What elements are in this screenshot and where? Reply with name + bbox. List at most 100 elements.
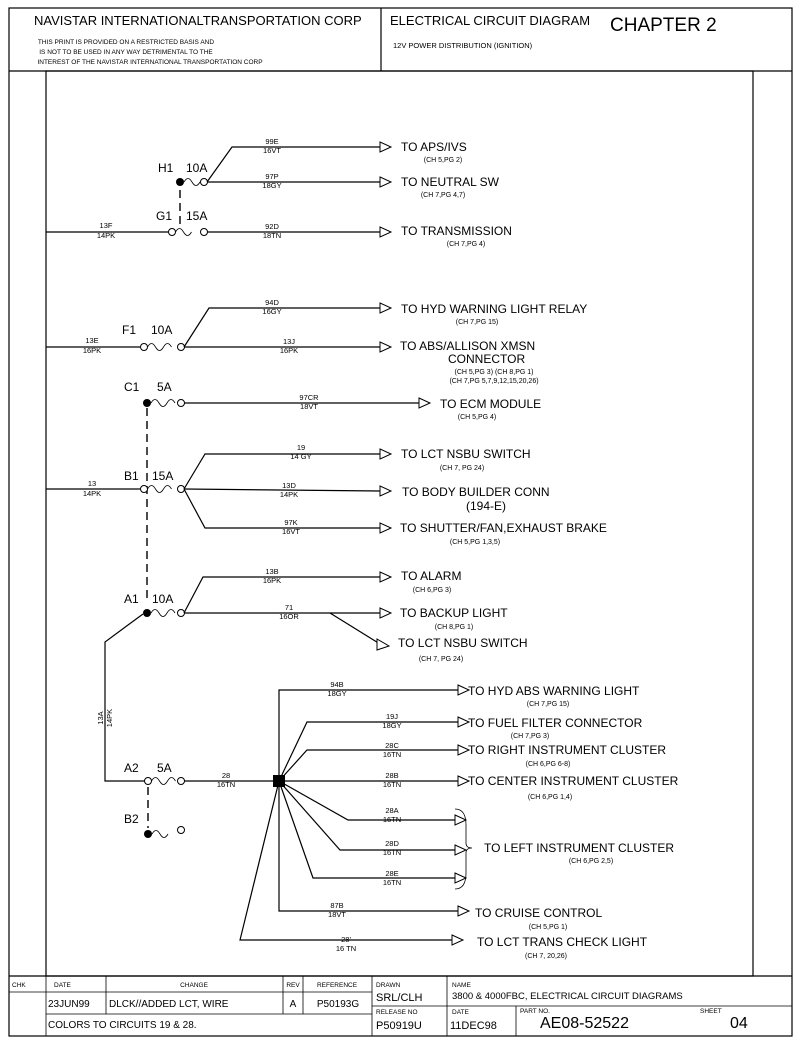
fuse-terminal bbox=[177, 777, 185, 785]
col-rev-header: REV bbox=[286, 982, 300, 989]
wire-gauge: 18GY bbox=[382, 721, 401, 730]
wire-gauge: 16TN bbox=[383, 815, 401, 824]
wire-label: 28 bbox=[222, 771, 230, 780]
sheet-number: 04 bbox=[730, 1015, 748, 1032]
destination-label: TO ABS/ALLISON XMSN bbox=[400, 339, 535, 353]
diagram-subtitle: 12V POWER DISTRIBUTION (IGNITION) bbox=[393, 41, 533, 50]
notice-line-1: THIS PRINT IS PROVIDED ON A RESTRICTED B… bbox=[38, 39, 214, 46]
wire-label: 97K bbox=[284, 518, 297, 527]
fuse-element bbox=[151, 777, 176, 785]
wire-gauge: 14PK bbox=[105, 709, 114, 727]
doc-type: ELECTRICAL CIRCUIT DIAGRAM bbox=[390, 13, 590, 28]
arrow-icon bbox=[379, 485, 393, 497]
col-date-header: DATE bbox=[54, 982, 72, 989]
wire-gauge: 16GY bbox=[262, 307, 281, 316]
arrow-icon bbox=[457, 716, 471, 728]
fuse-terminal bbox=[200, 228, 208, 236]
destination-label: TO FUEL FILTER CONNECTOR bbox=[468, 716, 643, 730]
wire-gauge: 16TN bbox=[383, 878, 401, 887]
drawn-by: SRL/CLH bbox=[376, 992, 423, 1004]
destination-label: TO BODY BUILDER CONN bbox=[402, 485, 550, 499]
fuse-name: B1 bbox=[124, 469, 139, 483]
wire bbox=[278, 780, 455, 851]
page-reference: (CH 7,PG 4) bbox=[447, 241, 486, 248]
fuse-terminal bbox=[143, 609, 151, 617]
col-reference-header: REFERENCE bbox=[317, 982, 358, 989]
wire-gauge: 16PK bbox=[280, 346, 298, 355]
page-reference: (CH 7, PG 24) bbox=[419, 656, 463, 663]
fuse-name: B2 bbox=[124, 812, 139, 826]
page-reference: (CH 5,PG 3) (CH 8,PG 1) bbox=[455, 369, 534, 376]
page-reference: (CH 5,PG 1,3,5) bbox=[450, 539, 500, 546]
fuse-rating: 15A bbox=[186, 209, 207, 223]
col-change-header: CHANGE bbox=[180, 982, 208, 989]
destination-label: TO NEUTRAL SW bbox=[401, 175, 500, 189]
wire-label: 94D bbox=[265, 298, 279, 307]
arrow-icon bbox=[379, 607, 393, 619]
page-reference: (CH 7, 20,26) bbox=[525, 953, 567, 960]
fuse-rating: 15A bbox=[152, 469, 173, 483]
release-number: P50919U bbox=[376, 1020, 422, 1032]
name-label: NAME bbox=[452, 982, 471, 989]
grouping-brace bbox=[454, 808, 473, 890]
wire-label: 13 bbox=[88, 479, 96, 488]
wire bbox=[278, 781, 458, 912]
arrow-icon bbox=[379, 522, 393, 534]
page-reference: (CH 7,PG 15) bbox=[456, 319, 498, 326]
fuse-rating: 10A bbox=[151, 323, 172, 337]
col-chk-header: CHK bbox=[12, 982, 26, 989]
wire-label: 97CR bbox=[299, 393, 319, 402]
wire-label: 13B bbox=[265, 567, 278, 576]
fuse-terminal bbox=[144, 830, 152, 838]
wire-label: 94B bbox=[330, 680, 343, 689]
fuse-terminal bbox=[177, 399, 185, 407]
wire-gauge: 18VT bbox=[328, 910, 346, 919]
wire-label: 28B bbox=[385, 771, 398, 780]
page-reference: (CH 6,PG 3) bbox=[413, 587, 452, 594]
wire bbox=[183, 307, 380, 348]
fuse-g1-element bbox=[175, 228, 192, 236]
destination-label: TO BACKUP LIGHT bbox=[400, 606, 508, 620]
fuse-name: A1 bbox=[124, 592, 139, 606]
page-reference: (CH 6,PG 1,4) bbox=[528, 794, 572, 801]
page-reference: (CH 7,PG 15) bbox=[527, 701, 569, 708]
fuse-element bbox=[151, 830, 169, 838]
revision-reference: P50193G bbox=[317, 999, 359, 1010]
arrow-icon bbox=[376, 638, 391, 651]
fuse-element bbox=[150, 399, 176, 407]
wire-gauge: 16TN bbox=[383, 780, 401, 789]
wire-label: 92D bbox=[265, 222, 279, 231]
destination-label: TO LCT NSBU SWITCH bbox=[398, 636, 528, 650]
destination-label: TO ECM MODULE bbox=[440, 397, 541, 411]
arrow-icon bbox=[457, 744, 471, 756]
destination-label: TO RIGHT INSTRUMENT CLUSTER bbox=[468, 743, 666, 757]
arrow-icon bbox=[379, 302, 393, 314]
wire-gauge: 14PK bbox=[97, 231, 115, 240]
destination-label: TO CENTER INSTRUMENT CLUSTER bbox=[468, 774, 679, 788]
destination-label: TO LEFT INSTRUMENT CLUSTER bbox=[484, 841, 674, 855]
wire-label: 13D bbox=[282, 481, 296, 490]
wire bbox=[278, 721, 458, 782]
page-reference: (CH 5,PG 4) bbox=[458, 414, 497, 421]
wire-gauge: 16VT bbox=[263, 146, 281, 155]
arrow-icon bbox=[451, 934, 465, 946]
arrow-icon bbox=[418, 397, 432, 409]
destination-label: TO LCT NSBU SWITCH bbox=[401, 447, 531, 461]
fuse-terminal bbox=[177, 343, 185, 351]
drawing-name: 3800 & 4000FBC, ELECTRICAL CIRCUIT DIAGR… bbox=[452, 991, 683, 1002]
notice-line-3: INTEREST OF THE NAVISTAR INTERNATIONAL T… bbox=[37, 59, 262, 66]
wire-gauge: 14PK bbox=[280, 490, 298, 499]
wire-gauge: 14 GY bbox=[290, 452, 311, 461]
company-name: NAVISTAR INTERNATIONALTRANSPORTATION COR… bbox=[34, 13, 362, 28]
destination-label: TO HYD ABS WARNING LIGHT bbox=[468, 684, 640, 698]
wire bbox=[183, 576, 380, 614]
page-reference: (CH 6,PG 2,5) bbox=[569, 858, 613, 865]
wire-label: 28C bbox=[385, 741, 399, 750]
wire bbox=[183, 488, 380, 529]
fuse-terminal bbox=[140, 485, 148, 493]
wire-gauge: 16VT bbox=[282, 527, 300, 536]
revision-change-continued: COLORS TO CIRCUITS 19 & 28. bbox=[48, 1020, 197, 1031]
fuse-terminal bbox=[177, 826, 185, 834]
wire bbox=[104, 613, 145, 782]
